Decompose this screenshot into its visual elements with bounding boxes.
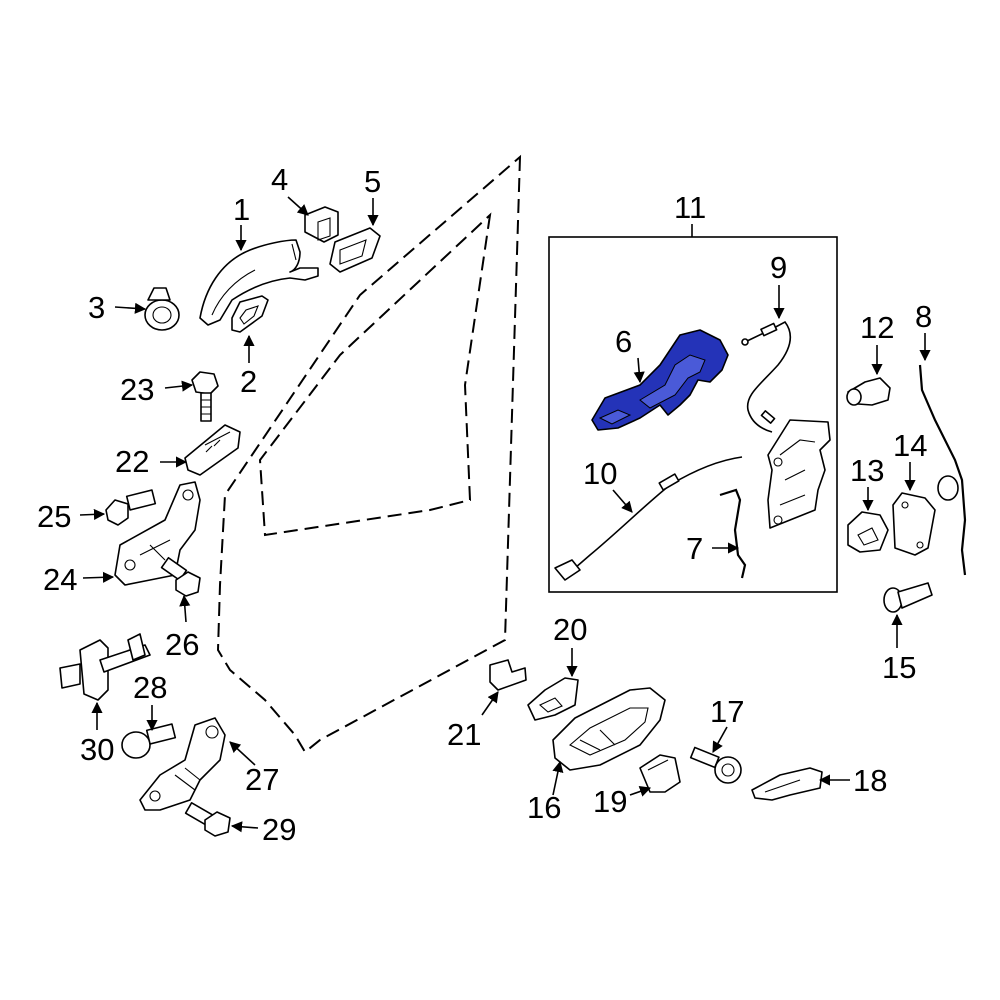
part-3-lock-cylinder[interactable] [144, 287, 180, 331]
door-outline [216, 154, 522, 754]
part-13-bracket[interactable] [847, 511, 889, 553]
callout-2[interactable]: 2 [240, 364, 257, 399]
callout-22[interactable]: 22 [115, 444, 149, 479]
part-14-cover[interactable] [892, 492, 936, 556]
callout-5[interactable]: 5 [364, 164, 381, 199]
callout-25[interactable]: 25 [37, 499, 71, 534]
callout-14[interactable]: 14 [893, 428, 927, 463]
callout-26[interactable]: 26 [165, 627, 199, 662]
callout-3[interactable]: 3 [88, 290, 105, 325]
part-18-trim[interactable] [751, 767, 823, 801]
part-6-handle-reinforcement[interactable] [591, 329, 729, 431]
callout-9[interactable]: 9 [770, 250, 787, 285]
callout-28[interactable]: 28 [133, 670, 167, 705]
part-29-bolt[interactable] [184, 802, 231, 837]
part-17-screw[interactable] [689, 746, 742, 784]
part-7-rod[interactable] [719, 488, 747, 579]
part-16-inside-handle[interactable] [552, 687, 666, 771]
callout-30[interactable]: 30 [80, 732, 114, 767]
callout-6[interactable]: 6 [615, 324, 632, 359]
callout-4[interactable]: 4 [271, 162, 288, 197]
part-1-outside-handle[interactable] [199, 239, 319, 326]
latch-assembly[interactable] [767, 419, 831, 529]
part-5-gasket[interactable] [329, 227, 381, 273]
part-2-pad[interactable] [231, 295, 269, 333]
part-25-bolt[interactable] [105, 489, 157, 526]
callout-15[interactable]: 15 [882, 650, 916, 685]
callout-17[interactable]: 17 [710, 694, 744, 729]
part-20-bezel[interactable] [527, 677, 579, 721]
leader-lines [79, 196, 931, 833]
callout-18[interactable]: 18 [853, 763, 887, 798]
part-24-hinge[interactable] [114, 481, 201, 586]
callout-1[interactable]: 1 [233, 192, 250, 227]
part-23-bolt[interactable] [191, 371, 219, 422]
callout-16[interactable]: 16 [527, 790, 561, 825]
callout-19[interactable]: 19 [593, 784, 627, 819]
part-21-clip[interactable] [489, 659, 527, 691]
callout-21[interactable]: 21 [447, 717, 481, 752]
callout-13[interactable]: 13 [850, 453, 884, 488]
callout-7[interactable]: 7 [686, 531, 703, 566]
part-27-hinge[interactable] [139, 717, 226, 811]
callout-27[interactable]: 27 [245, 762, 279, 797]
callout-10[interactable]: 10 [583, 456, 617, 491]
callout-20[interactable]: 20 [553, 612, 587, 647]
part-28-bolt[interactable] [121, 723, 177, 759]
callout-labels: 1 2 3 4 5 6 7 8 9 10 11 12 13 14 15 16 1… [37, 162, 932, 847]
part-12-bumper[interactable] [846, 377, 891, 406]
assembly-box [548, 236, 838, 593]
callout-8[interactable]: 8 [915, 299, 932, 334]
part-15-pin[interactable] [883, 582, 933, 613]
part-30-door-check[interactable] [59, 633, 151, 701]
part-26-bolt[interactable] [160, 556, 201, 597]
callout-11[interactable]: 11 [674, 190, 706, 225]
part-4-bracket[interactable] [304, 206, 339, 243]
part-22-striker[interactable] [184, 424, 241, 476]
callout-23[interactable]: 23 [120, 372, 154, 407]
part-10-cable[interactable] [554, 456, 743, 581]
callout-24[interactable]: 24 [43, 562, 77, 597]
part-19-cover[interactable] [639, 754, 681, 793]
part-9-cable[interactable] [741, 320, 792, 433]
callout-29[interactable]: 29 [262, 812, 296, 847]
callout-12[interactable]: 12 [860, 310, 894, 345]
part-8-rod[interactable] [918, 364, 967, 576]
